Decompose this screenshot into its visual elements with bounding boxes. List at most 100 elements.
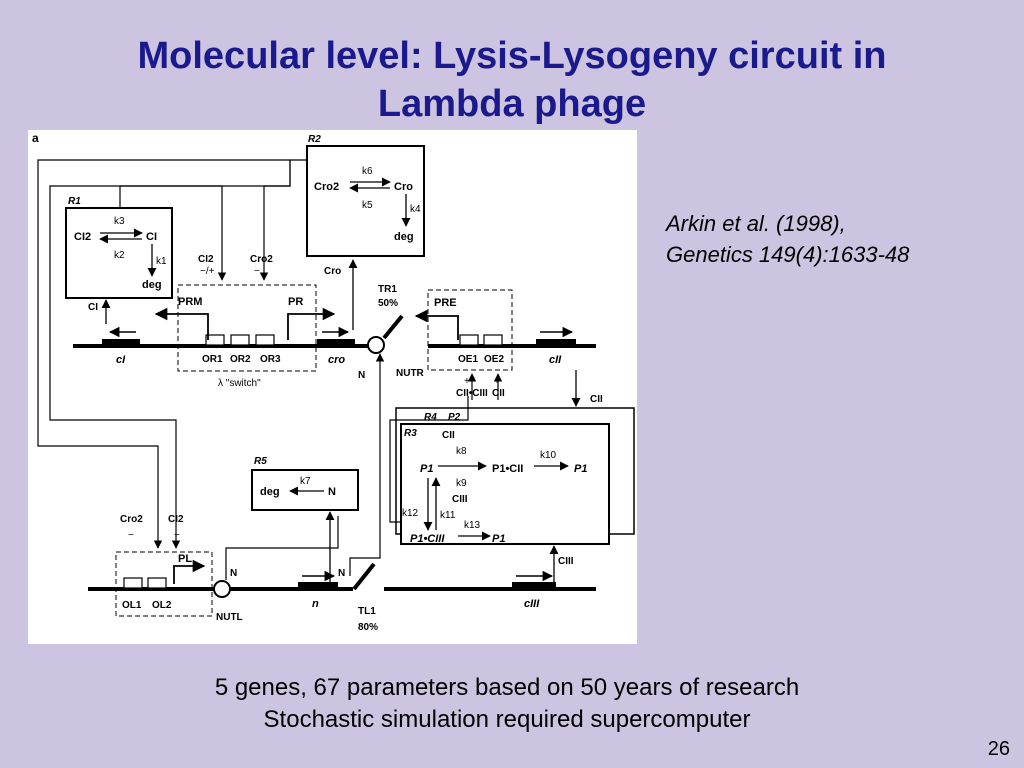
species-p1cii: P1•CII (492, 463, 523, 475)
ci2-to-pl-line (49, 185, 181, 549)
species-p1ciii: P1•CIII (410, 533, 445, 545)
promoter-pr-label: PR (288, 296, 303, 308)
promoter-pre-label: PRE (434, 297, 457, 309)
promoter-pre-arrow (414, 309, 459, 340)
rate-k13: k13 (464, 520, 481, 531)
slide-title-line1: Molecular level: Lysis-Lysogeny circuit … (137, 35, 887, 77)
operator-or2-label: OR2 (230, 354, 251, 365)
terminator-tr1 (382, 314, 404, 340)
gene-label-ciii: cIII (524, 598, 540, 610)
species-deg-r1: deg (142, 279, 162, 291)
switch-label: λ "switch" (218, 378, 261, 389)
species-p1-product: P1 (574, 463, 587, 475)
cro2-switch-sign: − (254, 266, 260, 277)
species-p1-product-2: P1 (492, 533, 505, 545)
species-cro-r2: Cro (394, 181, 413, 193)
operator-or3-label: OR3 (260, 354, 281, 365)
n-to-nutr-line (349, 353, 385, 576)
species-deg-r2: deg (394, 231, 414, 243)
species-deg-r5: deg (260, 486, 280, 498)
note-line-1: 5 genes, 67 parameters based on 50 years… (214, 674, 800, 701)
rate-k8: k8 (456, 446, 467, 457)
promoter-prm-label: PRM (178, 296, 202, 308)
gene-block-n (298, 582, 338, 590)
rate-k7: k7 (300, 476, 311, 487)
pl-region (115, 551, 213, 617)
terminator-tl1-label: TL1 (358, 606, 376, 617)
rate-k2: k2 (114, 250, 125, 261)
promoter-pr-arrow (287, 307, 336, 340)
operator-ol2-label: OL2 (152, 600, 172, 611)
promoter-prm-arrow (154, 307, 209, 340)
citation-journal: Genetics 149(4):1633-48 (666, 242, 910, 267)
ci2-pl-sign: − (174, 530, 180, 541)
footer-notes: 5 genes, 67 parameters based on 50 years… (40, 672, 974, 736)
rate-k4: k4 (410, 204, 421, 215)
feedback-r1-r2-link (119, 159, 307, 208)
operator-oe1-box (459, 334, 479, 346)
label-r4: R4 (424, 412, 437, 423)
rate-k10: k10 (540, 450, 557, 461)
label-r5: R5 (254, 456, 267, 467)
reaction-box-r3 (400, 423, 610, 545)
gene-block-ci (102, 339, 140, 347)
slide-title: Molecular level: Lysis-Lysogeny circuit … (40, 32, 984, 128)
pre-region (427, 289, 513, 371)
n-antitermination-line (225, 516, 339, 580)
reaction-box-r5 (251, 469, 359, 511)
operator-or2-box (230, 334, 250, 346)
gene-label-cro: cro (328, 354, 345, 366)
gene-block-cii (536, 339, 576, 347)
species-ciii-r3: CIII (452, 494, 468, 505)
slide-title-line2: Lambda phage (377, 83, 647, 125)
promoter-pl-label: PL (178, 553, 192, 565)
species-cro-output: Cro (324, 266, 341, 277)
species-ciii-label-bottom: CIII (558, 556, 574, 567)
citation-authors: Arkin et al. (1998), (666, 211, 846, 236)
circuit-diagram: a cI cro cII n cIII R1 CI2 CI k3 k2 k1 d… (32, 131, 635, 633)
gene-label-cii: cII (549, 354, 562, 366)
pre-plus-2: + (494, 376, 500, 387)
nutl-site (213, 580, 231, 598)
gene-block-cro (317, 339, 355, 347)
species-p1-r3: P1 (420, 463, 433, 475)
r3-feedback-line (389, 396, 469, 523)
rate-k3: k3 (114, 216, 125, 227)
species-n-r5: N (328, 486, 336, 498)
operator-oe2-box (483, 334, 503, 346)
lambda-circuit-figure: a cI cro cII n cIII R1 CI2 CI k3 k2 k1 d… (28, 130, 637, 644)
nutr-site (367, 336, 385, 354)
operator-ol2-box (147, 577, 167, 589)
gene-block-ciii (512, 582, 556, 590)
rate-k9: k9 (456, 478, 467, 489)
n-at-nutr: N (358, 370, 365, 381)
note-line-2: Stochastic simulation required supercomp… (263, 706, 751, 733)
n-at-nutl: N (230, 568, 237, 579)
species-cro2-r2: Cro2 (314, 181, 339, 193)
operator-oe1-label: OE1 (458, 354, 478, 365)
species-ci2-r1: CI2 (74, 231, 91, 243)
n-at-tl1: N (338, 568, 345, 579)
ci2-to-switch-line (120, 185, 227, 281)
cro2-to-switch-line (259, 160, 291, 281)
label-p2: P2 (448, 412, 461, 423)
operator-or1-box (205, 334, 225, 346)
species-ci-r1: CI (146, 231, 157, 243)
label-r3: R3 (404, 428, 417, 439)
ci2-switch-sign: −/+ (200, 266, 215, 277)
operator-or1-label: OR1 (202, 354, 223, 365)
page-number: 26 (987, 738, 1010, 760)
gene-label-ci: cI (116, 354, 126, 366)
terminator-tl1 (352, 562, 376, 591)
panel-letter: a (32, 131, 39, 145)
species-cii-r3: CII (442, 430, 455, 441)
operator-oe2-label: OE2 (484, 354, 504, 365)
reaction-box-r2 (306, 145, 425, 257)
label-r1: R1 (68, 196, 81, 207)
terminator-tr1-label: TR1 (378, 284, 397, 295)
cro2-to-pl-line (37, 159, 290, 549)
rate-k11: k11 (440, 510, 456, 521)
promoter-pl-arrow (173, 559, 206, 584)
pre-plus-1: + (464, 376, 470, 387)
nutl-label: NUTL (216, 612, 243, 623)
